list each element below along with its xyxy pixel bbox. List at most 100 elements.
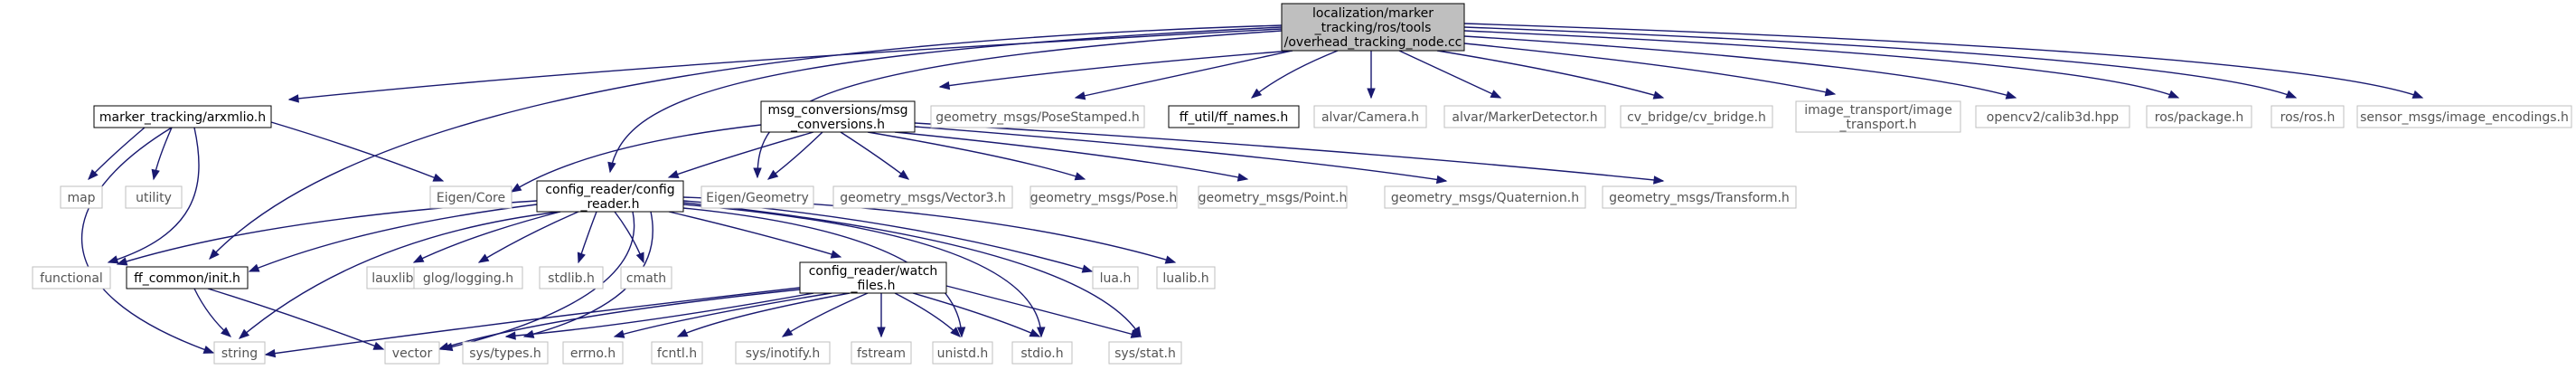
edge-arrowhead (477, 253, 490, 263)
node-box (1011, 341, 1073, 365)
edge-line (1463, 43, 1836, 95)
edge-line (1251, 50, 1339, 99)
edge-watch_files-to-sys_stat (945, 285, 1142, 338)
node-ff-names[interactable]: ff_util/ff_names.h (1168, 105, 1300, 128)
node-label: ros/package.h (2155, 110, 2243, 125)
node-box (429, 185, 512, 209)
node-label: lauxlib.h (371, 271, 426, 286)
edge-arrowhead (877, 327, 886, 338)
edge-line (914, 126, 1447, 182)
node-fcntl: fcntl.h (651, 341, 703, 365)
edge-arrowhead (1653, 176, 1665, 185)
edge-config_reader-to-stdio (682, 204, 1046, 338)
edge-arrowhead (437, 342, 450, 351)
node-label: glog/logging.h (423, 271, 513, 286)
node-label: Eigen/Core (437, 191, 505, 205)
edge-arrowhead (898, 169, 910, 180)
edge-line (249, 204, 538, 272)
edge-line (1463, 30, 2179, 99)
edge-arxmlio-to-utility (151, 127, 173, 181)
node-ff-common-init[interactable]: ff_common/init.h (126, 266, 249, 289)
node-box (735, 341, 831, 365)
edge-arrowhead (412, 254, 425, 263)
edge-ff_common_init-to-string (193, 288, 232, 337)
edge-arrowhead (107, 255, 119, 264)
edge-line (413, 211, 561, 263)
edge-msg_conversions-to-eigen_geometry (766, 131, 823, 180)
node-label: _reader.h (580, 197, 640, 212)
node-box (1029, 185, 1178, 209)
edge-config_reader-to-string (238, 211, 561, 339)
node-eigen-core: Eigen/Core (429, 185, 512, 209)
edge-arrowhead (766, 169, 779, 180)
node-errno: errno.h (562, 341, 624, 365)
node-box (832, 185, 1013, 209)
node-label: sensor_msgs/image_encodings.h (2360, 110, 2569, 125)
edge-arxmlio-to-eigen_core (270, 121, 445, 182)
edge-root-to-config_reader (607, 26, 1283, 174)
node-box (2146, 105, 2252, 128)
node-config-reader[interactable]: config_reader/config_reader.h (536, 180, 684, 213)
node-eigen-geometry: Eigen/Geometry (700, 185, 814, 209)
node-label: errno.h (570, 346, 616, 361)
node-box (620, 266, 672, 289)
node-watch-files[interactable]: config_reader/watch_files.h (799, 261, 947, 294)
edge-arxmlio-to-string (81, 127, 215, 354)
node-box (1156, 266, 1216, 289)
edge-root-to-ff_names (1250, 50, 1339, 99)
node-label: sys/inotify.h (746, 346, 821, 361)
node-ros-ros: ros/ros.h (2270, 105, 2345, 128)
edge-arrowhead (1236, 173, 1249, 182)
edge-line (939, 50, 1293, 88)
node-label: _tracking/ros/tools (1314, 21, 1432, 35)
graph-nodes: localization/marker_tracking/ros/tools/o… (32, 3, 2572, 365)
edge-arrowhead (248, 263, 260, 272)
node-box (125, 185, 183, 209)
edge-arrowhead (88, 169, 99, 180)
node-label: _transport.h (1838, 118, 1916, 132)
edge-arrowhead (1367, 88, 1376, 100)
node-glog: glog/logging.h (413, 266, 523, 289)
edge-arrowhead (2167, 90, 2180, 99)
edge-arrowhead (1029, 328, 1041, 337)
node-arxmlio[interactable]: marker_tracking/arxmlio.h (93, 105, 272, 128)
edge-line (270, 121, 444, 182)
node-root[interactable]: localization/marker_tracking/ros/tools/o… (1281, 3, 1465, 52)
edge-arrowhead (504, 331, 516, 340)
node-label: utility (136, 191, 172, 205)
node-lua: lua.h (1092, 266, 1139, 289)
edge-config_reader-to-functional (116, 200, 538, 266)
edge-line (505, 292, 814, 337)
edge-arrowhead (676, 328, 689, 337)
edge-arrowhead (1164, 255, 1177, 264)
node-box (384, 341, 440, 365)
node-lualib: lualib.h (1156, 266, 1216, 289)
node-label: alvar/Camera.h (1321, 110, 1419, 125)
node-cmath: cmath (620, 266, 672, 289)
node-label: geometry_msgs/PoseStamped.h (935, 110, 1139, 125)
node-msg-conversions[interactable]: msg_conversions/msg_conversions.h (760, 100, 916, 133)
node-box (126, 266, 249, 289)
edge-root-to-msg_conversions (938, 50, 1293, 90)
edge-arrowhead (221, 327, 232, 337)
edge-watch_files-to-fstream (877, 292, 886, 338)
node-label: map (67, 191, 95, 205)
edge-root-to-ros_package (1463, 30, 2180, 99)
edge-line (682, 207, 963, 337)
edge-watch_files-to-unistd (894, 292, 961, 337)
edge-msg_conversions-to-point (894, 131, 1249, 182)
node-box (1108, 341, 1182, 365)
edge-line (614, 292, 832, 337)
node-box (562, 341, 624, 365)
edge-arrowhead (1130, 329, 1142, 338)
edge-arrowhead (238, 328, 250, 339)
edge-arrowhead (1250, 88, 1263, 99)
node-label: _files.h (851, 279, 896, 293)
edge-arrowhead (1081, 264, 1094, 273)
edge-line (209, 24, 1283, 260)
edge-watch_files-to-stdio (912, 292, 1041, 337)
node-pose: geometry_msgs/Pose.h (1029, 185, 1178, 209)
edge-line (677, 292, 851, 337)
edge-line (867, 131, 1086, 180)
